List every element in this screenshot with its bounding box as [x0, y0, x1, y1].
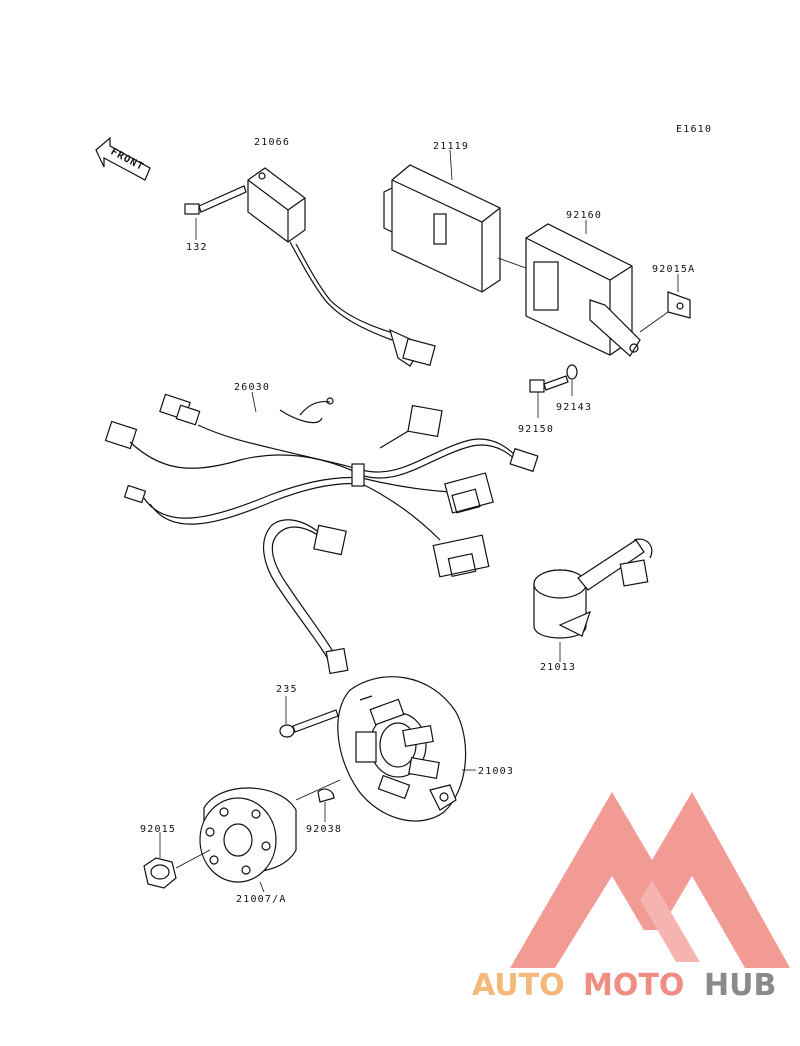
bracket-92015A	[667, 291, 691, 319]
label-21007A: 21007/A	[236, 894, 287, 905]
bolt-132	[184, 185, 247, 215]
key-92038	[317, 788, 335, 803]
label-21066: 21066	[254, 137, 290, 148]
label-92150: 92150	[518, 424, 554, 435]
label-92015: 92015	[140, 824, 176, 835]
ignition-coil-21013	[533, 538, 653, 639]
label-21003: 21003	[478, 766, 514, 777]
regulator-92160	[525, 223, 641, 357]
watermark-moto: MOTO	[583, 968, 684, 1003]
stator-lead	[263, 519, 349, 675]
label-92015A: 92015A	[652, 264, 695, 275]
label-235: 235	[276, 684, 298, 695]
module-21066	[247, 167, 436, 367]
washer-92143	[566, 364, 578, 380]
stator-21003	[337, 676, 467, 822]
label-21119: 21119	[433, 141, 469, 152]
igniter-21119	[383, 164, 501, 293]
logo-mark-icon	[510, 792, 790, 968]
label-92038: 92038	[306, 824, 342, 835]
screw-235	[279, 709, 339, 738]
diagram-code: E1610	[676, 124, 712, 135]
label-21013: 21013	[540, 662, 576, 673]
label-132: 132	[186, 242, 208, 253]
bolt-92150	[529, 375, 569, 393]
label-92143: 92143	[556, 402, 592, 413]
label-92160: 92160	[566, 210, 602, 221]
automotohub-logo	[510, 792, 790, 968]
front-arrow-icon: FRONT	[95, 136, 151, 181]
label-26030: 26030	[234, 382, 270, 393]
nut-92015	[143, 849, 211, 889]
harness-26030	[104, 393, 539, 578]
rotor-21007A	[199, 779, 341, 883]
watermark-hub: HUB	[704, 968, 776, 1003]
watermark-auto: AUTO	[472, 968, 565, 1003]
